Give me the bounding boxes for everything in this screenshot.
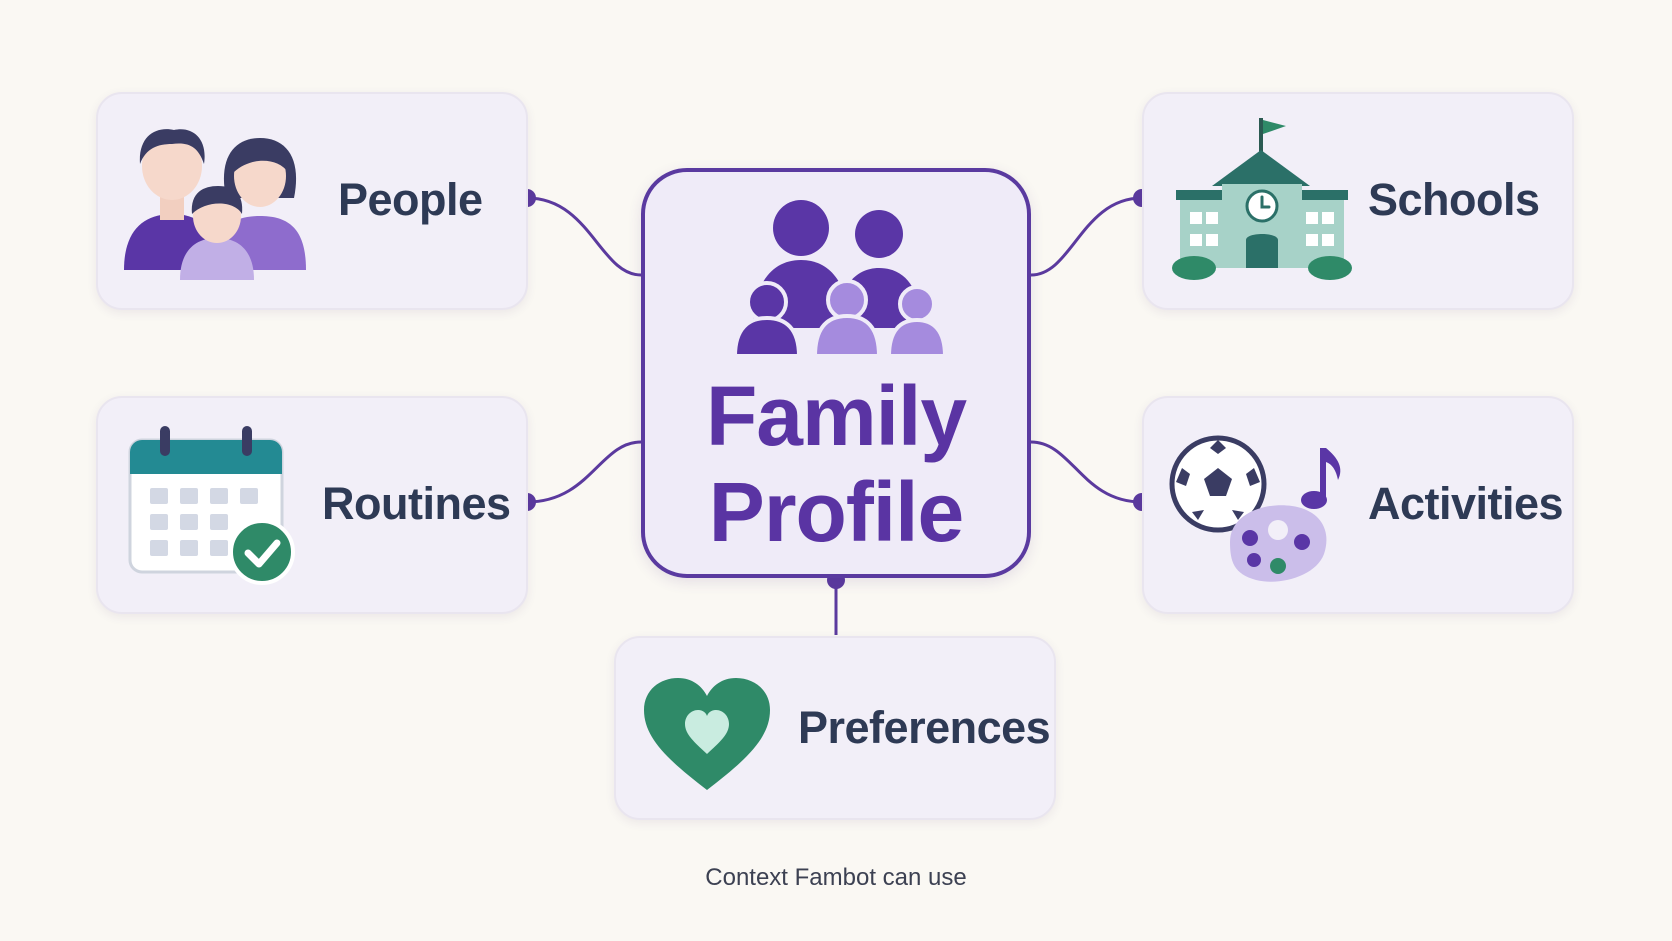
title-line-2: Profile xyxy=(708,465,964,559)
family-group-icon xyxy=(733,198,947,356)
school-building-icon xyxy=(1172,116,1352,282)
routines-label: Routines xyxy=(322,478,511,529)
schools-label: Schools xyxy=(1368,174,1540,225)
soccer-music-palette-icon xyxy=(1168,434,1348,592)
family-profile-card: Family Profile xyxy=(641,168,1031,578)
schools-card: Schools xyxy=(1142,92,1574,310)
title-line-1: Family xyxy=(705,369,967,463)
routines-card: Routines xyxy=(96,396,528,614)
calendar-check-icon xyxy=(128,426,298,586)
activities-card: Activities xyxy=(1142,396,1574,614)
people-card: People xyxy=(96,92,528,310)
people-label: People xyxy=(338,174,483,225)
connector-activities xyxy=(1030,440,1143,504)
family-people-icon xyxy=(122,128,312,283)
connector-routines xyxy=(526,440,642,504)
family-profile-title: Family Profile xyxy=(645,368,1027,560)
preferences-label: Preferences xyxy=(798,702,1051,753)
heart-icon xyxy=(642,676,772,792)
connector-people xyxy=(526,196,642,277)
connector-schools xyxy=(1030,196,1143,277)
preferences-card: Preferences xyxy=(614,636,1056,820)
activities-label: Activities xyxy=(1368,478,1564,529)
caption: Context Fambot can use xyxy=(705,864,967,891)
